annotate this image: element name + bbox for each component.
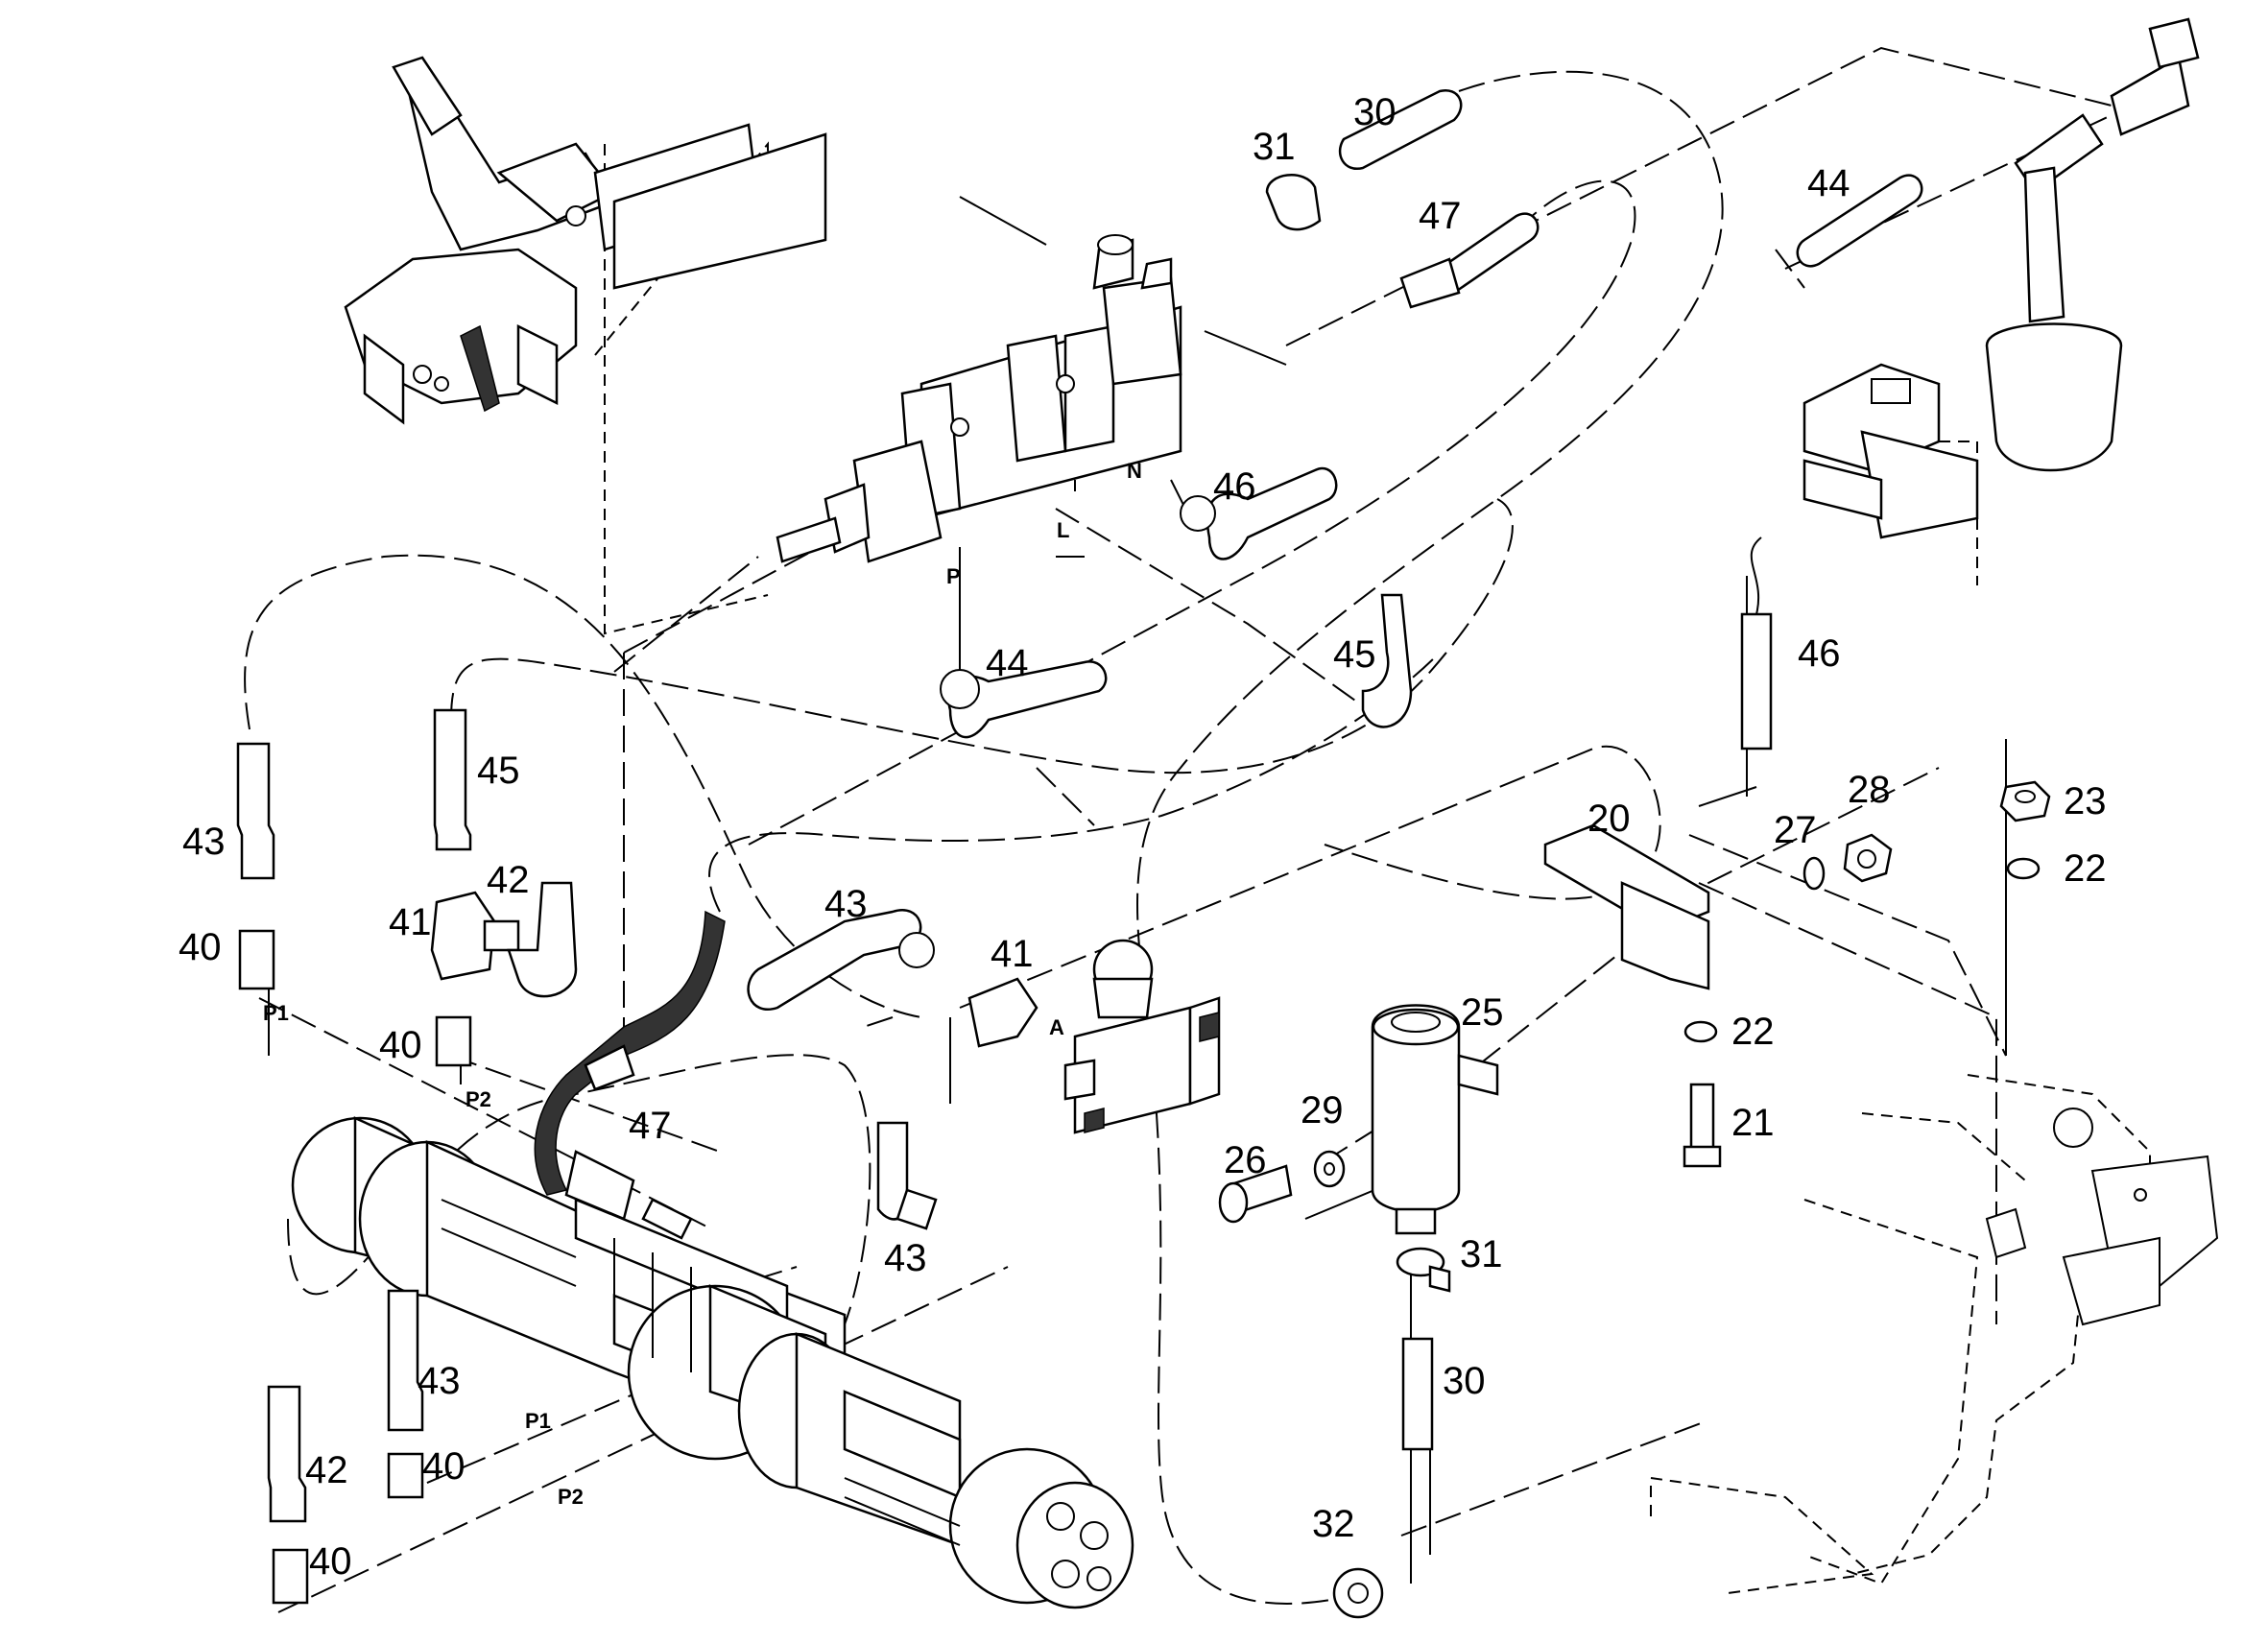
callout-30-lower: 30 (1443, 1360, 1486, 1402)
callout-27: 27 (1774, 809, 1817, 851)
callout-40-lower-left: 40 (422, 1445, 466, 1488)
callout-25: 25 (1461, 991, 1504, 1034)
callout-40-left-mid: 40 (379, 1024, 422, 1066)
hose-43-lower (876, 1121, 938, 1230)
reservoir-25 (1371, 1004, 1499, 1235)
axle-assembly (291, 1116, 1134, 1609)
master-cylinder (776, 234, 1182, 563)
hose-45-middle (1361, 593, 1413, 728)
callout-20: 20 (1588, 798, 1631, 840)
hose-42-lower (267, 1385, 307, 1523)
callout-31-top: 31 (1253, 126, 1296, 168)
hose-43-mid (747, 909, 935, 1011)
callout-32: 32 (1312, 1503, 1355, 1545)
tee-41-mid (967, 977, 1039, 1048)
hose-30-lower (1401, 1337, 1434, 1451)
callout-29: 29 (1301, 1089, 1344, 1132)
port-label-p1-bottom: P1 (525, 1409, 551, 1433)
callout-41-left: 41 (389, 901, 432, 943)
port-labels: N L P P1 P2 A P1 P2 (263, 459, 1142, 1509)
port-label-n: N (1127, 459, 1142, 483)
callout-41-mid: 41 (991, 933, 1034, 975)
callout-numbers: 30 31 47 44 46 45 44 45 46 43 45 42 41 4… (179, 91, 2107, 1583)
callout-40-bottom: 40 (309, 1540, 352, 1583)
callout-46-right: 46 (1798, 632, 1841, 675)
port-label-p1-top: P1 (263, 1001, 289, 1025)
port-label-p2-bottom: P2 (558, 1485, 584, 1509)
bolt-26 (1218, 1164, 1293, 1224)
brake-valve-a (1063, 939, 1221, 1134)
callout-46-upper: 46 (1213, 465, 1256, 508)
callout-23: 23 (2064, 780, 2107, 822)
hose-43-lower-left (387, 1289, 424, 1432)
callout-21: 21 (1731, 1102, 1775, 1144)
hose-43-left (236, 742, 275, 880)
washer-22-mid (1683, 1020, 1718, 1043)
port-label-p: P (946, 564, 961, 588)
callout-42-left: 42 (487, 859, 530, 901)
adapter-40-left-upper (238, 929, 275, 990)
elbow-42-left (507, 881, 578, 998)
valve-block-right (1802, 363, 1979, 539)
adapter-40-left-mid (435, 1015, 472, 1067)
washer-22-right (2006, 857, 2041, 880)
callout-43-mid: 43 (824, 883, 868, 925)
callout-45-left: 45 (477, 750, 520, 792)
tee-41-left (430, 891, 520, 981)
hose-46-upper (1180, 466, 1338, 560)
bracket-20 (1543, 823, 1710, 990)
tee-fittings-top-right (1985, 17, 2200, 472)
vehicle-frame (1985, 1108, 2219, 1326)
port-label-a: A (1049, 1015, 1064, 1039)
callout-40-left-upper: 40 (179, 926, 222, 968)
callout-22-mid: 22 (1731, 1011, 1775, 1053)
bolt-21 (1683, 1083, 1722, 1168)
washer-29 (1313, 1150, 1346, 1188)
hose-44-middle (940, 660, 1108, 739)
hose-47-top (1399, 212, 1540, 309)
adapter-40-bottom (272, 1548, 309, 1605)
callout-42-lower: 42 (305, 1449, 348, 1491)
callout-28: 28 (1848, 769, 1891, 811)
port-label-l: L (1057, 518, 1069, 542)
callout-43-left: 43 (182, 821, 226, 863)
grommet-32 (1332, 1567, 1384, 1619)
callout-43-lower-left: 43 (418, 1360, 461, 1402)
adapter-40-lower-left (387, 1452, 424, 1499)
callout-44-top-right: 44 (1807, 162, 1850, 204)
hose-44-top-right (1796, 174, 1923, 268)
washer-27 (1802, 856, 1826, 891)
clamp-31-top (1265, 174, 1322, 231)
callout-47-mid: 47 (629, 1105, 672, 1147)
callout-43-lower-mid: 43 (884, 1237, 927, 1279)
callout-30-top: 30 (1353, 91, 1397, 133)
brake-pedal-assembly (344, 56, 827, 425)
nut-23 (1999, 780, 2051, 822)
hose-46-right (1740, 536, 1773, 751)
hose-30-top (1338, 88, 1463, 171)
port-label-p2-top: P2 (466, 1087, 491, 1111)
callout-47-top: 47 (1419, 195, 1462, 237)
callout-26: 26 (1224, 1139, 1267, 1181)
hose-47-mid (534, 910, 726, 1240)
nut-28 (1843, 833, 1893, 883)
callout-31-lower: 31 (1460, 1233, 1503, 1275)
callout-45-upper: 45 (1333, 633, 1376, 676)
hose-45-left (433, 708, 472, 851)
callout-44-middle: 44 (986, 642, 1029, 684)
clamp-31-lower (1396, 1247, 1451, 1293)
callout-22-right: 22 (2064, 847, 2107, 890)
